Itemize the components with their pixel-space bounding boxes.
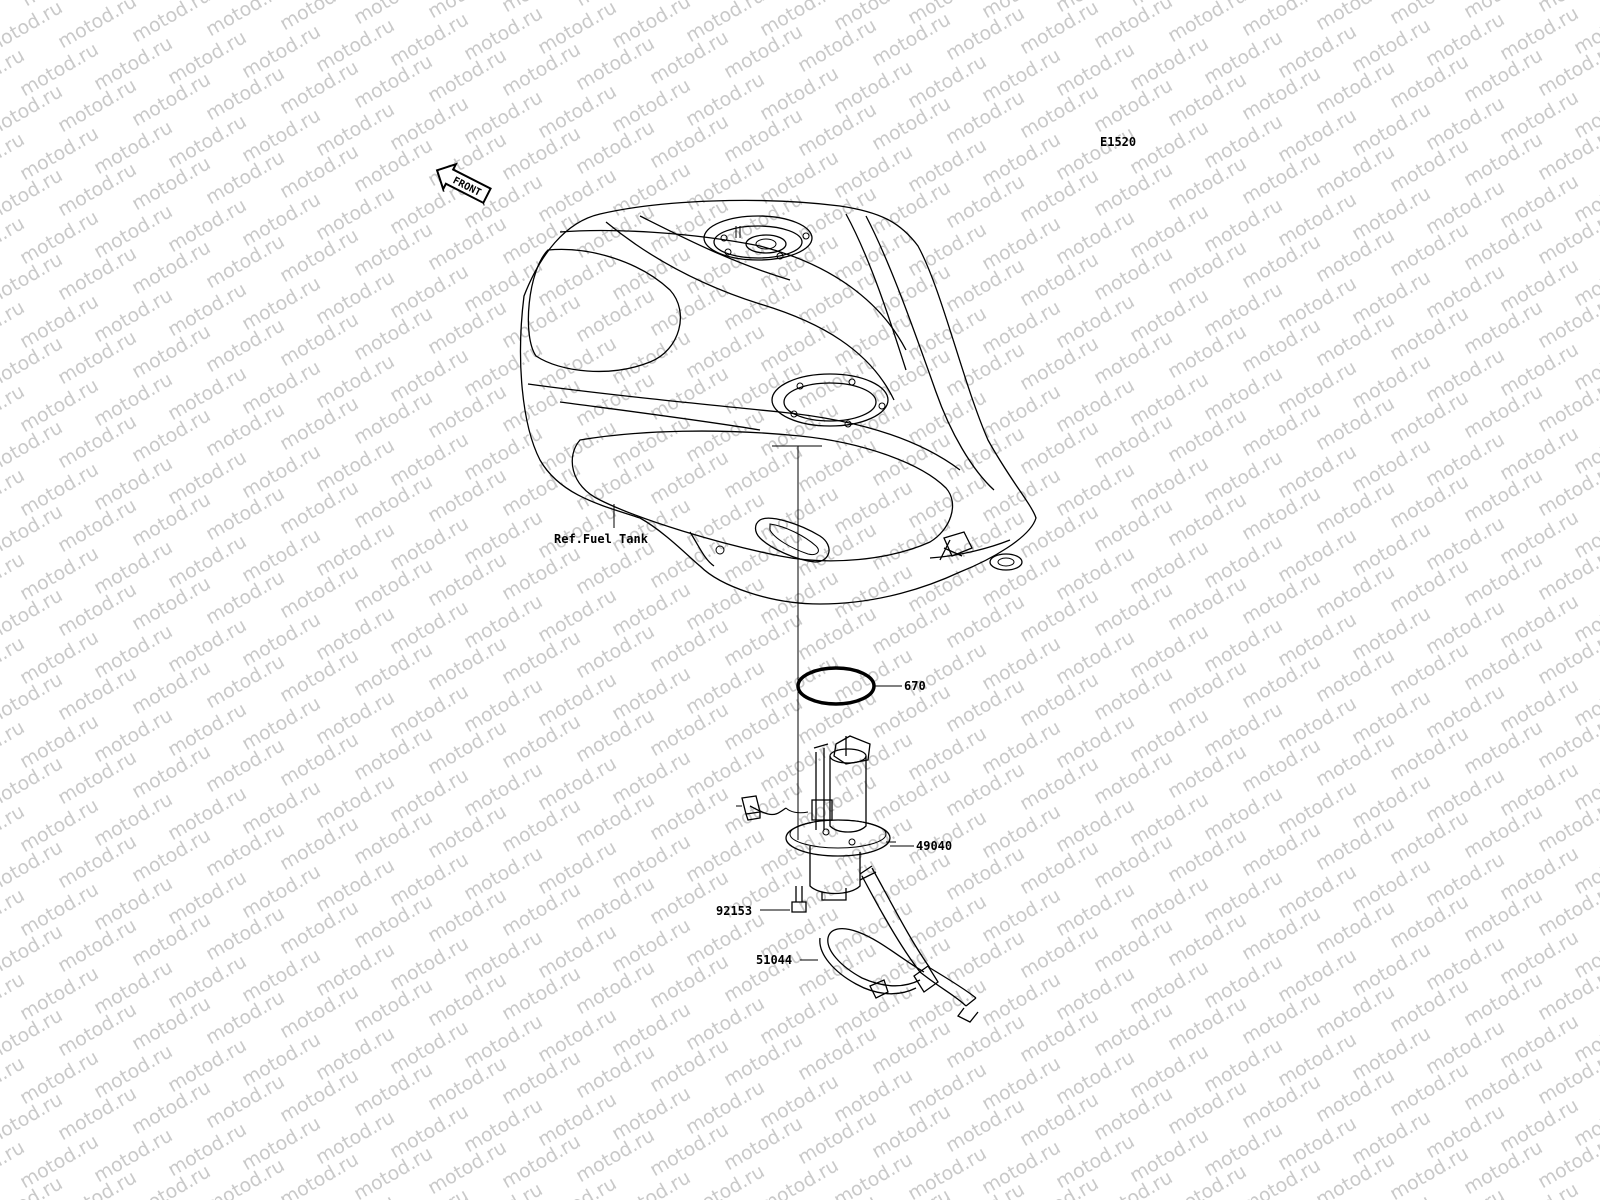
front-arrow-icon: FRONT (435, 162, 492, 206)
part-51044-label: 51044 (756, 953, 792, 967)
bolt-part (760, 886, 807, 913)
fuel-tank-drawing (519, 199, 1037, 605)
part-670-label: 670 (904, 679, 926, 693)
pump-mount-flange (771, 373, 889, 428)
diagram-code: E1520 (1100, 135, 1136, 149)
o-ring-part (796, 666, 902, 706)
part-49040-label: 49040 (916, 839, 952, 853)
ref-fuel-tank-label: Ref.Fuel Tank (554, 532, 649, 546)
fuel-pump-assembly (736, 735, 896, 901)
filler-cap-opening (703, 215, 813, 261)
drain-recess (754, 517, 830, 563)
vent-fitting (939, 531, 1023, 571)
fuel-hose-part (800, 867, 979, 1023)
part-92153-label: 92153 (716, 904, 752, 918)
